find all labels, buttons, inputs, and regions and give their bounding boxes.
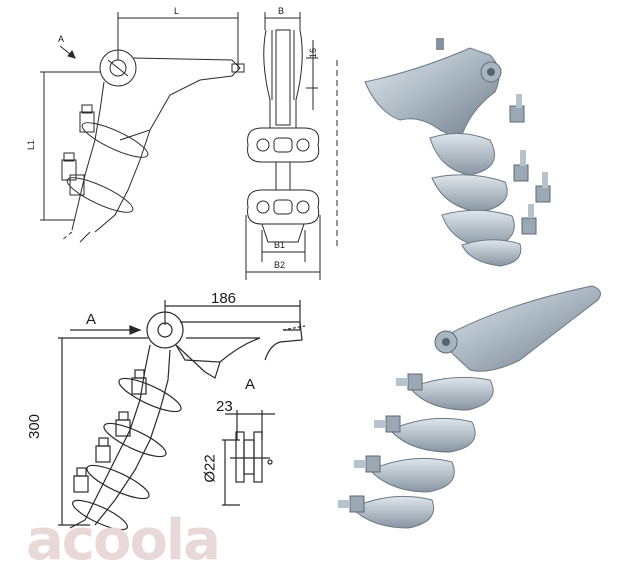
bottom-side-view [58,300,306,531]
dim-label-d22: Ø22 [201,454,219,483]
view-a-detail [222,410,275,506]
dim-label-L1: L1 [26,139,37,151]
dim-label-186: 186 [211,290,237,307]
top-photo-clamp [364,38,551,267]
view-a-title: A [245,376,256,393]
view-arrow-label-A-top: A [58,34,65,44]
dim-label-16: 16 [308,47,319,59]
bottom-photo-clamp [338,285,601,529]
top-front-view [245,12,338,280]
dim-label-B1: B1 [274,240,286,250]
top-side-view [40,12,245,243]
dim-label-300: 300 [26,413,44,440]
dim-label-B: B [278,6,285,16]
watermark-logo: acoola [26,508,221,573]
view-arrow-label-A-bottom: A [86,311,97,328]
dim-label-B2: B2 [274,260,286,270]
dim-label-23: 23 [216,398,233,415]
dim-label-L: L [174,6,180,16]
